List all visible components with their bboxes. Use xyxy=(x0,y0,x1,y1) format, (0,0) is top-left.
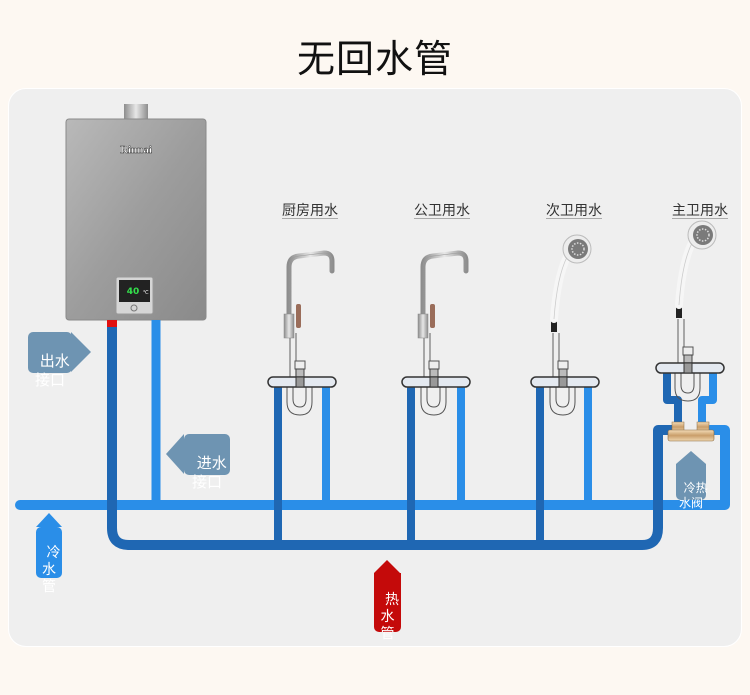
mix-valve-tag-text: 冷热 水阀 xyxy=(678,481,708,510)
hot-pipe-tag-text: 热 水 管 xyxy=(380,592,399,642)
inlet-tag: 进水 接口 xyxy=(166,434,230,491)
shower-handle xyxy=(675,239,696,309)
shower-holder xyxy=(676,305,682,318)
outlet-tag: 出水 接口 xyxy=(28,332,91,389)
mixing-valve xyxy=(667,421,715,442)
arrow-up-icon xyxy=(676,451,706,464)
valve-fitting xyxy=(294,360,306,370)
heater-body xyxy=(65,118,207,321)
arrow-up-icon xyxy=(374,560,400,573)
fixture-label-master-bath: 主卫用水 xyxy=(672,203,728,219)
mix-valve-tag: 冷热 水阀 xyxy=(676,451,708,510)
fixture-shower xyxy=(655,220,725,402)
flue-pipe xyxy=(124,104,148,120)
drain-trap xyxy=(674,363,701,402)
faucet-handle xyxy=(296,304,301,328)
power-button xyxy=(130,304,138,312)
faucet-handle xyxy=(430,304,435,328)
hot-pipe-tag: 热 水 管 xyxy=(374,560,401,642)
faucet-body xyxy=(283,313,295,339)
faucet-body xyxy=(417,313,429,339)
hot-main xyxy=(107,325,675,550)
cold-pipe-tag: 冷 水 管 xyxy=(36,513,62,595)
hot-pipes xyxy=(107,320,682,550)
faucet-spout xyxy=(286,250,335,335)
cold-main xyxy=(15,425,730,510)
faucet-spout xyxy=(420,250,469,335)
valve-fitting xyxy=(682,346,694,356)
inlet-tag-text: 进水 接口 xyxy=(191,454,227,491)
cold-pipe-tag-text: 冷 水 管 xyxy=(42,545,61,595)
hot-riser-master-bath xyxy=(663,372,682,430)
arrow-right-icon xyxy=(71,332,91,372)
fixture-shower xyxy=(530,234,600,416)
temp-unit: ℃ xyxy=(143,290,149,296)
drain-trap xyxy=(286,377,313,416)
fixture-faucet xyxy=(401,250,471,416)
temp-readout: 40 xyxy=(127,287,140,297)
cold-riser-master-bath xyxy=(698,372,717,430)
outlet-tag-text: 出水 接口 xyxy=(34,352,70,389)
shower-handle xyxy=(550,253,571,323)
valve-fitting xyxy=(557,360,569,370)
arrow-left-icon xyxy=(166,434,184,474)
fixture-label-public-bath: 公卫用水 xyxy=(414,203,470,219)
fixture-faucet xyxy=(267,250,337,416)
fixture-label-kitchen: 厨房用水 xyxy=(282,203,338,219)
page-title: 无回水管 xyxy=(296,37,453,81)
display-screen xyxy=(119,280,150,302)
drain-trap xyxy=(420,377,447,416)
arrow-up-icon xyxy=(36,513,62,527)
valve-fitting xyxy=(428,360,440,370)
water-heater: Rinnai 40 ℃ xyxy=(65,104,207,321)
cold-pipes xyxy=(15,320,730,510)
hot-outlet-marker xyxy=(107,320,117,327)
shower-holder xyxy=(551,319,557,332)
brand-logo: Rinnai xyxy=(120,144,152,156)
drain-trap xyxy=(549,377,576,416)
fixture-label-second-bath: 次卫用水 xyxy=(546,203,602,219)
